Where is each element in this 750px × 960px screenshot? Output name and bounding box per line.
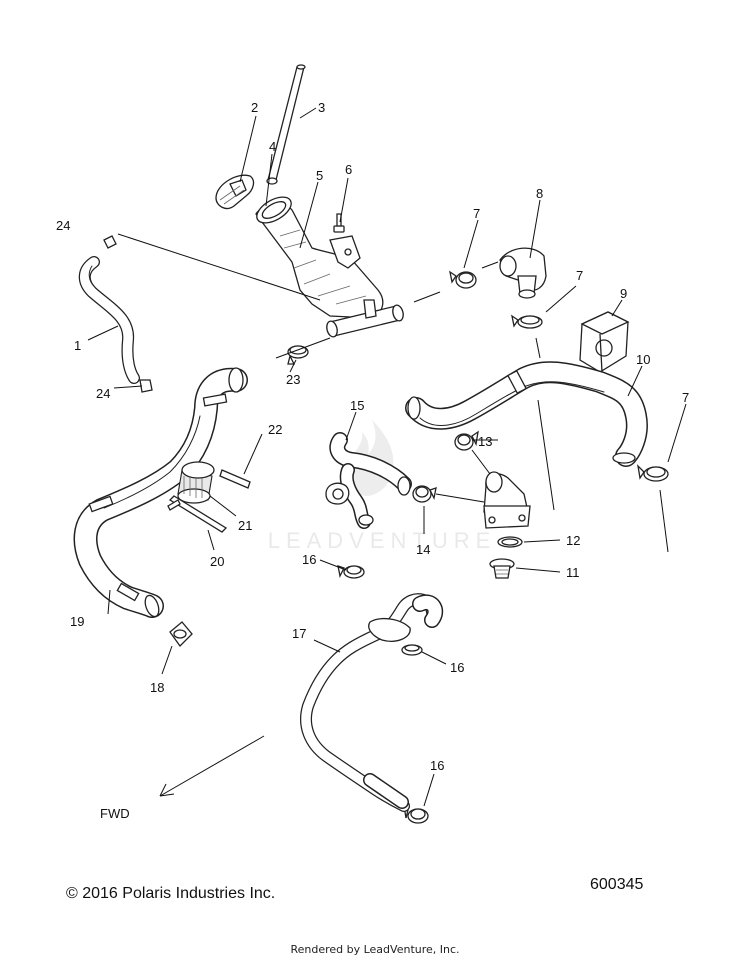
- callout-10: 10: [636, 352, 650, 367]
- callout-7b: 7: [576, 268, 583, 283]
- part-16-clamp-b: [401, 644, 423, 656]
- part-1-hose: [78, 256, 140, 384]
- callout-4: 4: [269, 139, 276, 154]
- fwd-arrow: FWD: [100, 735, 265, 821]
- part-21-sleeve: [177, 461, 215, 504]
- callout-5: 5: [316, 168, 323, 183]
- part-23-clamp: [287, 345, 309, 365]
- callout-19: 19: [70, 614, 84, 629]
- part-6-bolt: [333, 213, 345, 233]
- part-24-fitting-bottom: [139, 379, 153, 393]
- part-16-clamp-c: [403, 804, 429, 824]
- part-11-thermostat: [489, 558, 515, 579]
- part-5-filler-neck: [255, 196, 384, 319]
- callout-11: 11: [566, 565, 580, 580]
- part-24-fitting-top: [103, 235, 117, 249]
- callout-9: 9: [620, 286, 627, 301]
- part-3-vent-tube: [266, 64, 306, 185]
- callout-24a: 24: [56, 218, 70, 233]
- part-7-clamp-c: [637, 464, 669, 482]
- callout-7c: 7: [682, 390, 689, 405]
- callout-15: 15: [350, 398, 364, 413]
- leader-lines: [87, 107, 687, 807]
- part-8-elbow: [499, 247, 547, 299]
- callout-6: 6: [345, 162, 352, 177]
- callout-16c: 16: [430, 758, 444, 773]
- part-15-hose: [325, 432, 412, 529]
- part-12-o-ring: [497, 536, 523, 548]
- callout-24b: 24: [96, 386, 110, 401]
- part-13-clamp: [454, 430, 479, 451]
- callout-21: 21: [238, 518, 252, 533]
- callout-18: 18: [150, 680, 164, 695]
- callout-20: 20: [210, 554, 224, 569]
- part-7-clamp-b: [511, 314, 543, 329]
- part-19-hose: [73, 367, 248, 618]
- fwd-label: FWD: [100, 806, 130, 821]
- callout-7a: 7: [473, 206, 480, 221]
- part-17-hose: [300, 593, 444, 812]
- watermark-text: LEADVENTURE: [268, 528, 497, 553]
- callout-8: 8: [536, 186, 543, 201]
- callout-14: 14: [416, 542, 430, 557]
- callout-3: 3: [318, 100, 325, 115]
- callout-13: 13: [478, 434, 492, 449]
- rendered-by-credit: Rendered by LeadVenture, Inc.: [290, 943, 460, 956]
- part-16-clamp-a: [337, 565, 365, 579]
- part-10-hose: [405, 361, 648, 467]
- diagram-number: 600345: [590, 876, 644, 893]
- callout-12: 12: [566, 533, 580, 548]
- callout-22: 22: [268, 422, 282, 437]
- thermostat-housing: [483, 471, 531, 529]
- callout-1: 1: [74, 338, 81, 353]
- part-9-bracket: [579, 311, 630, 373]
- part-20-strap: [167, 495, 228, 533]
- part-18-clamp: [169, 621, 193, 648]
- callout-17: 17: [292, 626, 306, 641]
- part-22-strap: [219, 469, 251, 489]
- part-5-outlet-pipe: [326, 299, 404, 338]
- callout-labels: 2 3 4 5 6 7 8 7 9 10 7 24 1 24 23 15 13 …: [56, 100, 689, 773]
- callout-16b: 16: [450, 660, 464, 675]
- callout-16a: 16: [302, 552, 316, 567]
- part-7-clamp-a: [449, 270, 477, 289]
- arrowhead-icon: [159, 783, 175, 797]
- part-2-cap: [215, 174, 255, 210]
- callout-23: 23: [286, 372, 300, 387]
- callout-2: 2: [251, 100, 258, 115]
- copyright-notice: © 2016 Polaris Industries Inc.: [66, 885, 276, 902]
- part-14-clamp: [412, 485, 437, 503]
